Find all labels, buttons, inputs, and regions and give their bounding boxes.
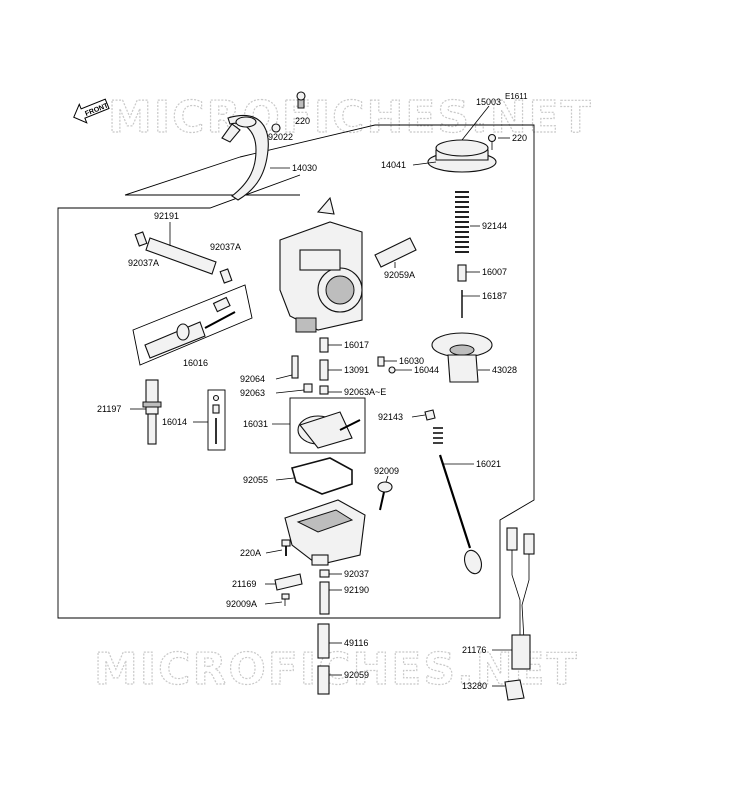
screw-92009A-part [281, 593, 290, 606]
clip-13280-part [504, 679, 525, 701]
screw-92009-part [377, 481, 393, 511]
jet-13091-part [319, 359, 329, 381]
label-16016: 16016 [183, 358, 208, 368]
part-16030 [377, 356, 385, 367]
label-220-top: 220 [295, 116, 310, 126]
label-92059: 92059 [344, 670, 369, 680]
watermark-top: MICROFICHES.NET [108, 92, 593, 143]
label-15003: 15003 [476, 97, 501, 107]
label-21169: 21169 [232, 579, 256, 589]
label-92037A-left: 92037A [128, 258, 159, 268]
label-220A: 220A [240, 548, 261, 558]
label-21176: 21176 [462, 645, 486, 655]
jet-92064-part [291, 355, 299, 379]
tube-92059A-part [374, 237, 417, 268]
float-bowl-part [284, 499, 366, 566]
screw-220-right-part [487, 133, 497, 150]
label-92144: 92144 [482, 221, 507, 231]
watermark-bottom: MICROFICHES.NET [94, 644, 579, 695]
diagram-code: E1611 [505, 92, 528, 101]
spring-92144-part [455, 191, 469, 253]
top-cover-part [427, 139, 497, 173]
leader-lines [130, 105, 512, 687]
bracket-21169-part [274, 573, 303, 591]
label-16021: 16021 [476, 459, 501, 469]
front-arrow-icon: FRONT [73, 98, 110, 124]
label-49116: 49116 [344, 638, 368, 648]
label-16044: 16044 [414, 365, 439, 375]
gasket-92055-part [291, 457, 353, 495]
label-14030: 14030 [292, 163, 317, 173]
box-16014 [207, 389, 226, 451]
part-16044 [388, 366, 396, 374]
fitting-21197-part [142, 379, 162, 445]
label-16187: 16187 [482, 291, 507, 301]
throttle-valve-16031-part [297, 411, 361, 449]
label-92037: 92037 [344, 569, 369, 579]
label-220-right: 220 [512, 133, 527, 143]
label-92191: 92191 [154, 211, 179, 221]
label-16017: 16017 [344, 340, 369, 350]
label-92009A: 92009A [226, 599, 257, 609]
tube-92191-part [134, 231, 233, 284]
label-92063: 92063 [240, 388, 265, 398]
box-16031 [289, 397, 366, 454]
jet-92063A-E-part [319, 385, 329, 395]
diaphragm-43028-part [431, 332, 493, 383]
label-92059A: 92059A [384, 270, 415, 280]
washer-92022-part [271, 123, 281, 133]
hose-92059-part [317, 665, 330, 695]
plunger-16016-part [144, 296, 236, 359]
screw-220A-part [281, 539, 291, 556]
label-43028: 43028 [492, 365, 517, 375]
box-16016 [132, 284, 253, 366]
label-16030: 16030 [399, 356, 424, 366]
label-16007: 16007 [482, 267, 507, 277]
label-16031: 16031 [243, 419, 268, 429]
label-13091: 13091 [344, 365, 369, 375]
carburetor-body-part [279, 196, 363, 333]
needle-jet-16017-part [319, 337, 329, 353]
label-13280: 13280 [462, 681, 487, 691]
label-14041: 14041 [381, 160, 406, 170]
label-92055: 92055 [243, 475, 268, 485]
label-92022: 92022 [268, 132, 293, 142]
label-92063A-E: 92063A~E [344, 387, 386, 397]
part-labels: 15003 220 92022 220 14041 14030 92191 92… [97, 97, 527, 691]
holder-16007-part [457, 264, 467, 282]
part-92143 [424, 409, 436, 421]
clamp-92037-part [319, 569, 330, 578]
label-16014: 16014 [162, 417, 187, 427]
hose-92190-part [319, 581, 330, 615]
label-92143: 92143 [378, 412, 403, 422]
heater-21176-part [506, 527, 535, 670]
drain-49116-part [317, 623, 330, 659]
label-92037A-mid: 92037A [210, 242, 241, 252]
clamp-band-part [221, 115, 269, 201]
lid-outline-left [124, 156, 241, 196]
assembly-outline [57, 124, 535, 619]
screw-220-top-part [296, 91, 306, 109]
pilot-screw-16014-part [212, 394, 220, 444]
label-21197: 21197 [97, 404, 121, 414]
rod-16021-part [433, 427, 483, 575]
label-92190: 92190 [344, 585, 369, 595]
label-92009: 92009 [374, 466, 399, 476]
jet-92063-part [303, 383, 313, 393]
label-92064: 92064 [240, 374, 265, 384]
